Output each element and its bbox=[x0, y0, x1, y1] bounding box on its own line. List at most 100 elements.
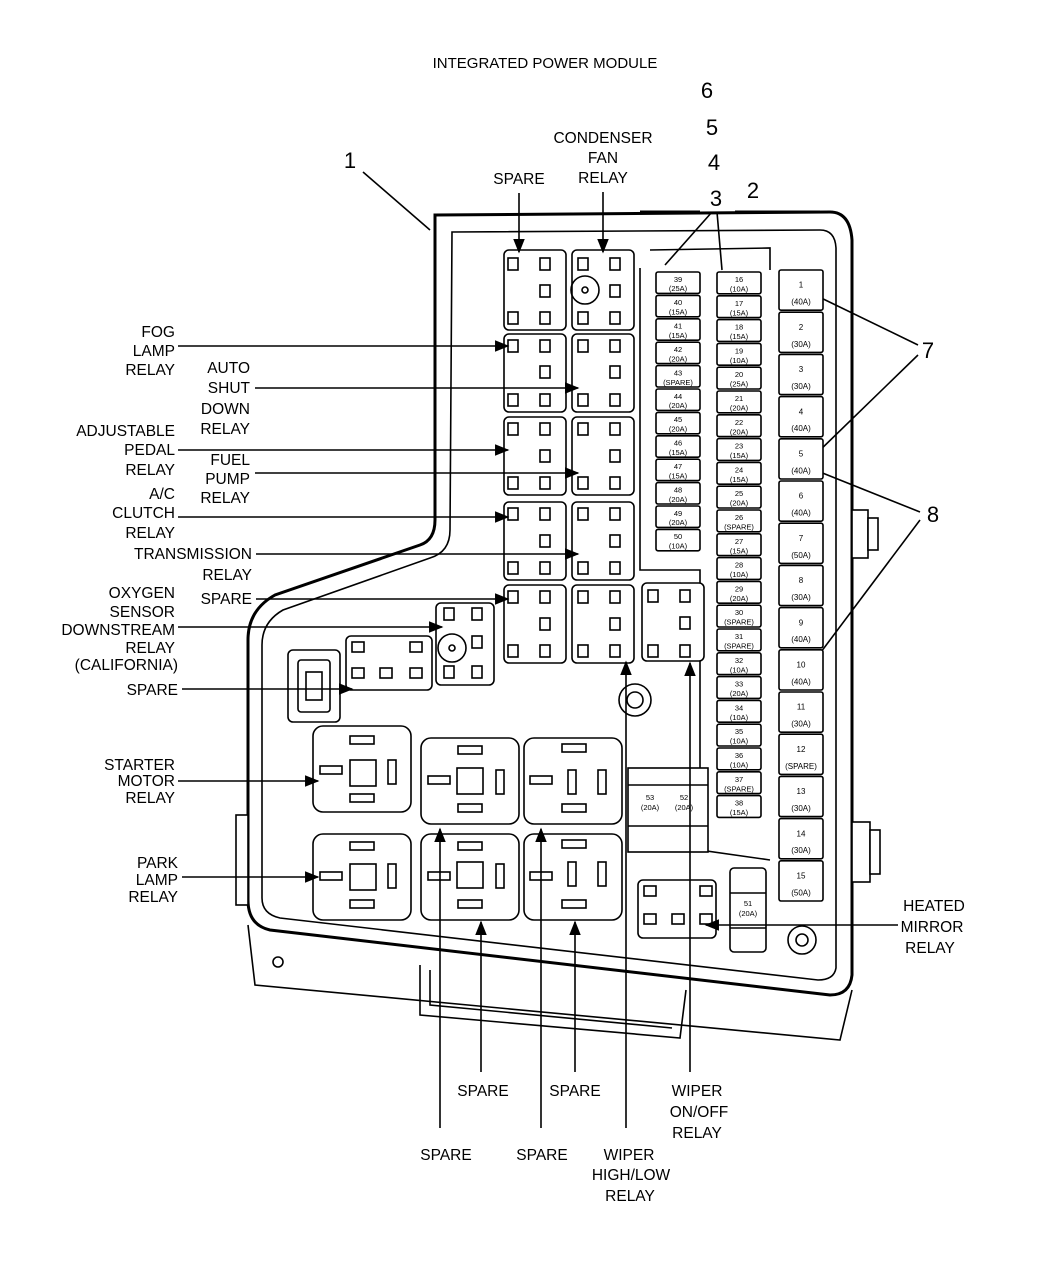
fuse-number: 31 bbox=[735, 632, 743, 641]
relay-spare-mid bbox=[503, 584, 567, 664]
svg-text:STARTER: STARTER bbox=[104, 757, 175, 774]
label-wiper-on-off-relay: WIPER ON/OFF RELAY bbox=[670, 1083, 729, 1142]
label-ac-clutch-relay: A/C CLUTCH RELAY bbox=[112, 486, 175, 542]
fuse-44: 44(20A) bbox=[655, 388, 701, 412]
fuse-39: 39(25A) bbox=[655, 271, 701, 295]
fuse-number: 24 bbox=[735, 465, 743, 474]
fuse-8: 8(30A) bbox=[778, 564, 824, 607]
fuse-5: 5(40A) bbox=[778, 437, 824, 480]
fuse-rating: (15A) bbox=[730, 332, 749, 341]
fuse-26: 26(SPARE) bbox=[716, 509, 762, 533]
fuse-number: 45 bbox=[674, 415, 682, 424]
fuse-45: 45(20A) bbox=[655, 411, 701, 435]
fuse-rating: (50A) bbox=[791, 551, 811, 560]
svg-text:RELAY: RELAY bbox=[125, 790, 175, 807]
fuse-number: 36 bbox=[735, 751, 743, 760]
svg-text:RELAY: RELAY bbox=[578, 170, 628, 187]
fuse-rating: (40A) bbox=[791, 298, 811, 307]
fuse-rating: (SPARE) bbox=[724, 618, 754, 627]
fuse-rating: (10A) bbox=[730, 665, 749, 674]
fuse-number: 5 bbox=[799, 450, 804, 459]
fuse-number: 18 bbox=[735, 323, 743, 332]
fuse-number: 2 bbox=[799, 323, 804, 332]
fuse-rating: (SPARE) bbox=[724, 523, 754, 532]
svg-text:ADJUSTABLE: ADJUSTABLE bbox=[76, 423, 175, 440]
fuse-40: 40(15A) bbox=[655, 294, 701, 318]
fuse-49: 49(20A) bbox=[655, 505, 701, 529]
fuse-20: 20(25A) bbox=[716, 366, 762, 390]
fuse-number: 7 bbox=[799, 534, 804, 543]
fuse-48: 48(20A) bbox=[655, 481, 701, 505]
fuse-25: 25(20A) bbox=[716, 485, 762, 509]
fuse-10: 10(40A) bbox=[778, 648, 824, 691]
fuse-19: 19(10A) bbox=[716, 342, 762, 366]
relay-fuel-pump bbox=[571, 416, 635, 496]
fuse-rating: (SPARE) bbox=[663, 378, 693, 387]
fuse-rating: (20A) bbox=[669, 495, 688, 504]
callout-5: 5 bbox=[706, 115, 718, 140]
svg-text:FOG: FOG bbox=[141, 324, 175, 341]
svg-text:CLUTCH: CLUTCH bbox=[112, 505, 175, 522]
relay-ac-clutch bbox=[503, 501, 567, 581]
label-spare-mid: SPARE bbox=[201, 591, 252, 608]
fuse-number: 14 bbox=[797, 829, 806, 838]
fuse-number: 15 bbox=[797, 872, 806, 881]
svg-text:A/C: A/C bbox=[149, 486, 175, 503]
svg-text:SHUT: SHUT bbox=[208, 380, 251, 397]
fuse-number: 19 bbox=[735, 346, 743, 355]
fuse-rating: (15A) bbox=[730, 308, 749, 317]
callout-3: 3 bbox=[710, 186, 722, 211]
fuse-52-number: 52 bbox=[680, 793, 688, 802]
svg-text:ON/OFF: ON/OFF bbox=[670, 1104, 729, 1121]
svg-text:PUMP: PUMP bbox=[205, 471, 250, 488]
relay-fog-lamp bbox=[503, 333, 567, 413]
fuse-number: 46 bbox=[674, 439, 682, 448]
fuse-number: 40 bbox=[674, 298, 682, 307]
fuse-rating: (15A) bbox=[669, 471, 688, 480]
svg-text:RELAY: RELAY bbox=[202, 567, 252, 584]
fuse-32: 32(10A) bbox=[716, 651, 762, 676]
fuse-46: 46(15A) bbox=[655, 434, 701, 458]
fuse-35: 35(10A) bbox=[716, 723, 762, 747]
fuse-number: 42 bbox=[674, 345, 682, 354]
svg-text:HIGH/LOW: HIGH/LOW bbox=[592, 1167, 671, 1184]
fuse-rating: (40A) bbox=[791, 509, 811, 518]
fuse-53-rating: (20A) bbox=[641, 803, 660, 812]
relay-spare-left-block bbox=[345, 635, 433, 691]
fuse-number: 20 bbox=[735, 370, 743, 379]
fuse-24: 24(15A) bbox=[716, 461, 762, 485]
relay-spare-b2 bbox=[420, 833, 520, 921]
relay-wiper-on-off bbox=[641, 582, 705, 662]
svg-text:RELAY: RELAY bbox=[125, 640, 175, 657]
svg-text:RELAY: RELAY bbox=[125, 462, 175, 479]
fuse-rating: (10A) bbox=[730, 761, 749, 770]
svg-text:RELAY: RELAY bbox=[200, 421, 250, 438]
fuse-number: 47 bbox=[674, 462, 682, 471]
callout-7: 7 bbox=[922, 338, 934, 363]
fuse-3: 3(30A) bbox=[778, 353, 824, 396]
fuse-number: 11 bbox=[797, 703, 806, 712]
fuse-36: 36(10A) bbox=[716, 747, 762, 771]
fuse-number: 33 bbox=[735, 680, 743, 689]
fuse-33: 33(20A) bbox=[716, 675, 762, 700]
relay-spare-b1 bbox=[420, 737, 520, 825]
relay-spare-top bbox=[503, 249, 567, 331]
fuse-34: 34(10A) bbox=[716, 699, 762, 724]
relay-park-lamp bbox=[312, 833, 412, 921]
fuse-number: 9 bbox=[799, 618, 804, 627]
fuse-2: 2(30A) bbox=[778, 311, 824, 354]
fuse-1: 1(40A) bbox=[778, 269, 824, 312]
fuse-rating: (20A) bbox=[730, 427, 749, 436]
svg-text:LAMP: LAMP bbox=[136, 872, 178, 889]
fuse-41: 41(15A) bbox=[655, 317, 701, 341]
fuse-rating: (15A) bbox=[730, 451, 749, 460]
fuse-rating: (10A) bbox=[669, 542, 688, 551]
fuse-number: 37 bbox=[735, 775, 743, 784]
fuse-rating: (15A) bbox=[730, 475, 749, 484]
fuse-number: 6 bbox=[799, 492, 804, 501]
label-spare-b1: SPARE bbox=[420, 1147, 471, 1164]
fuse-number: 34 bbox=[735, 703, 743, 712]
diode-spare bbox=[287, 649, 341, 723]
callout-2: 2 bbox=[747, 178, 759, 203]
